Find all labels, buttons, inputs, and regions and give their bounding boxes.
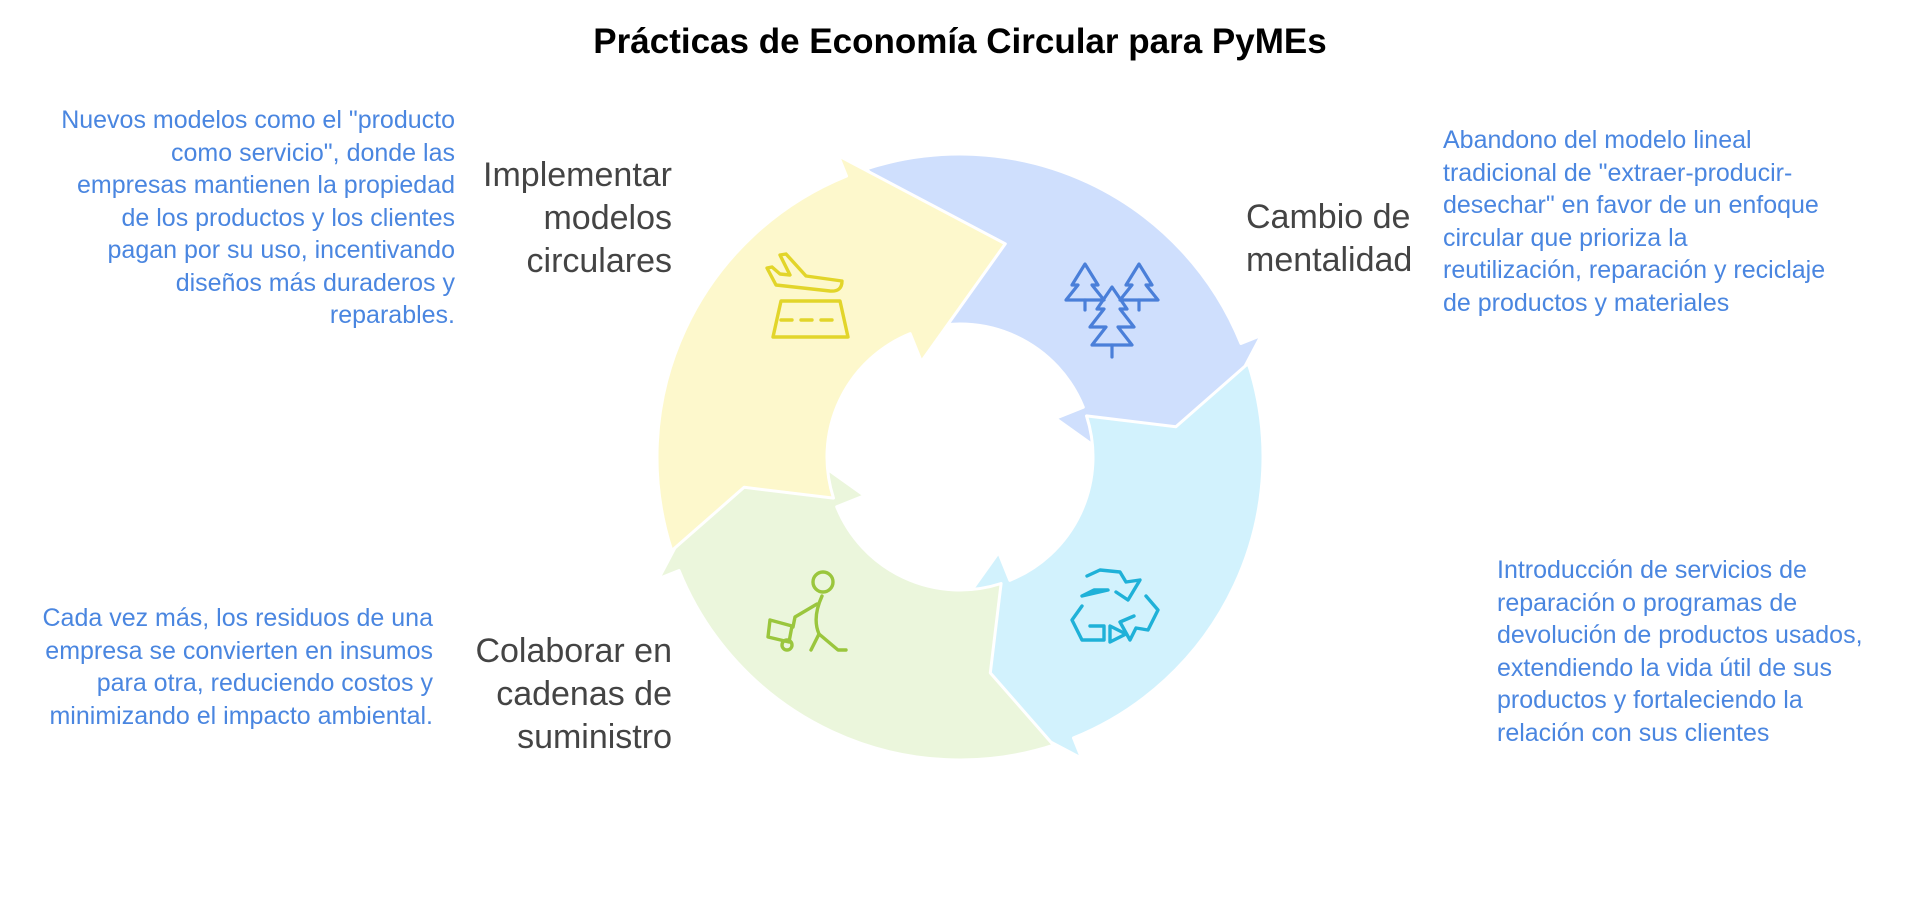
cycle-segment-yellow	[655, 154, 1007, 553]
airplane-landing-icon	[765, 252, 850, 339]
recycle-icon	[1070, 568, 1160, 644]
step-label-cambio: Cambio de mentalidad	[1246, 198, 1413, 279]
diagram-title: Prácticas de Economía Circular para PyME…	[593, 22, 1327, 61]
cycle-segment-cyan	[913, 361, 1265, 760]
step-label-colaborar: Colaborar en cadenas de suministro	[475, 632, 672, 756]
step-description-colaborar: Cada vez más, los residuos de una empres…	[42, 604, 434, 730]
pine-trees-icon	[1064, 262, 1160, 359]
step-label-implementar: Implementar modelos circulares	[483, 156, 672, 280]
step-description-cambio: Abandono del modelo lineal tradicional d…	[1443, 126, 1826, 317]
cycle-segment-green	[657, 410, 1056, 762]
step-description-implementar: Nuevos modelos como el "producto como se…	[61, 106, 455, 329]
person-cart-icon	[766, 570, 848, 652]
step-description-reparacion: Introducción de servicios de reparación …	[1497, 556, 1863, 747]
